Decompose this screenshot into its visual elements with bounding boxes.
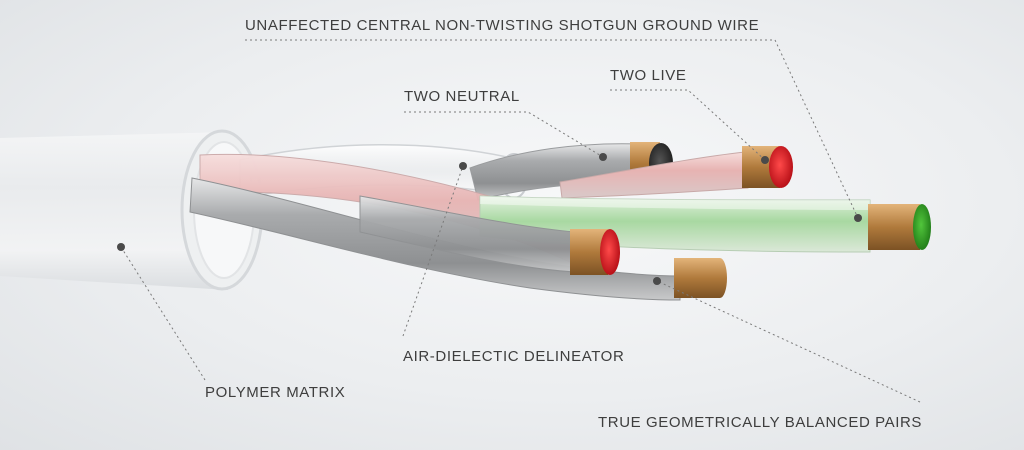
- leader-lines: [120, 39, 921, 403]
- label-polymer-matrix: POLYMER MATRIX: [205, 384, 346, 401]
- leader-polymer-matrix: [120, 246, 206, 381]
- leader-two-neutral: [404, 111, 604, 158]
- label-air-dielectric: AIR-DIELECTIC DELINEATOR: [403, 348, 625, 365]
- live-conductor-upper: [559, 146, 793, 199]
- leader-ground-wire: [245, 39, 859, 219]
- label-two-neutral: TWO NEUTRAL: [404, 88, 520, 105]
- leader-two-live: [610, 89, 766, 161]
- live-conductor-front: [359, 195, 620, 275]
- label-balanced-pairs: TRUE GEOMETRICALLY BALANCED PAIRS: [598, 414, 923, 431]
- leader-balanced-pairs: [656, 280, 921, 403]
- leader-dots: [117, 153, 862, 285]
- label-two-live: TWO LIVE: [610, 67, 687, 84]
- leader-air-dielectric: [402, 165, 464, 337]
- label-ground-wire: UNAFFECTED CENTRAL NON-TWISTING SHOTGUN …: [245, 17, 760, 34]
